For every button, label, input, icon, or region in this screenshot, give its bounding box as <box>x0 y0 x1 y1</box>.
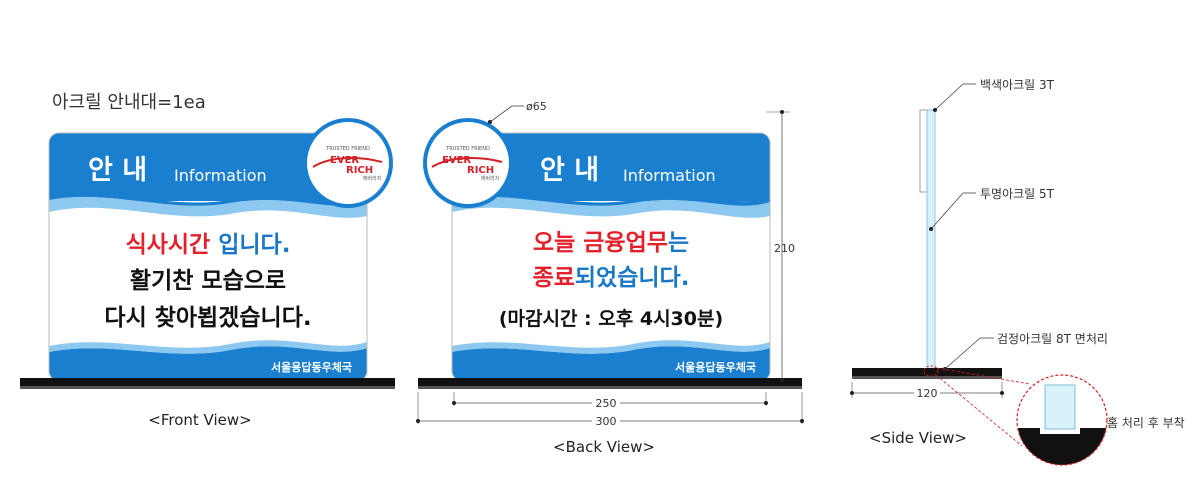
back-view: 안 내 Information TRUSTED FRIEND EVER RICH… <box>416 100 804 456</box>
height-dim-label: 210 <box>774 242 795 255</box>
detail-label: 홈 처리 후 부착 <box>1107 416 1185 430</box>
base-width-dim-label: 120 <box>917 387 938 400</box>
inner-width-dim-label: 250 <box>596 397 617 410</box>
label-black-acrylic: 검정아크릴 8T 면처리 <box>997 332 1108 346</box>
front-base <box>20 378 395 388</box>
drawing-title: 아크릴 안내대=1ea <box>52 92 206 113</box>
back-line1: 오늘 금융업무는 <box>533 230 689 256</box>
circle-dim-label: ø65 <box>526 100 547 113</box>
svg-text:TRUSTED FRIEND: TRUSTED FRIEND <box>445 146 490 152</box>
leader-clear-acrylic <box>930 192 964 230</box>
outer-width-dim-label: 300 <box>596 415 617 428</box>
svg-text:EVER: EVER <box>442 155 471 166</box>
front-line2: 활기찬 모습으로 <box>130 268 286 294</box>
back-footer-band <box>452 346 770 381</box>
svg-text:RICH: RICH <box>346 165 373 176</box>
circle-dim-leader <box>489 105 513 123</box>
svg-text:EVER: EVER <box>330 155 359 166</box>
back-line2: 종료되었습니다. <box>533 265 690 291</box>
front-line3: 다시 찾아뵙겠습니다. <box>104 305 311 331</box>
back-footer-text: 서울용답동우체국 <box>675 360 756 374</box>
back-header-main: 안 내 <box>540 155 599 186</box>
svg-text:RICH: RICH <box>467 165 494 176</box>
svg-text:에버리치: 에버리치 <box>363 175 381 182</box>
back-line3: (마감시간 : 오후 4시30분) <box>499 308 723 330</box>
front-view: 안 내 Information TRUSTED FRIEND EVER RICH… <box>20 118 395 429</box>
label-white-acrylic: 백색아크릴 3T <box>980 78 1055 92</box>
back-logo: TRUSTED FRIEND EVER RICH 에버리치 <box>423 118 513 208</box>
front-line1: 식사시간 입니다. <box>126 232 291 258</box>
svg-text:TRUSTED FRIEND: TRUSTED FRIEND <box>325 146 370 152</box>
side-view: 백색아크릴 3T 투명아크릴 5T 검정아크릴 8T 면처리 120 홈 처리 … <box>850 78 1185 466</box>
back-caption: <Back View> <box>553 438 655 456</box>
front-header-sub: Information <box>174 166 267 185</box>
detail-marker <box>923 365 939 377</box>
white-acrylic-panel <box>919 109 928 193</box>
side-base <box>852 368 1002 378</box>
front-header-main: 안 내 <box>88 155 147 186</box>
back-header-sub: Information <box>623 166 716 185</box>
front-logo: TRUSTED FRIEND EVER RICH 에버리치 <box>303 118 393 208</box>
front-caption: <Front View> <box>148 411 251 429</box>
detail-zoom <box>1017 375 1107 465</box>
label-clear-acrylic: 투명아크릴 5T <box>980 187 1055 201</box>
leader-black-acrylic <box>944 337 981 370</box>
front-footer-text: 서울용답동우체국 <box>271 360 352 374</box>
side-caption: <Side View> <box>869 429 967 447</box>
clear-acrylic-panel <box>926 109 936 373</box>
leader-white-acrylic <box>934 83 964 111</box>
front-footer-band <box>49 346 367 381</box>
svg-text:에버리치: 에버리치 <box>481 175 499 182</box>
back-base <box>418 378 802 388</box>
